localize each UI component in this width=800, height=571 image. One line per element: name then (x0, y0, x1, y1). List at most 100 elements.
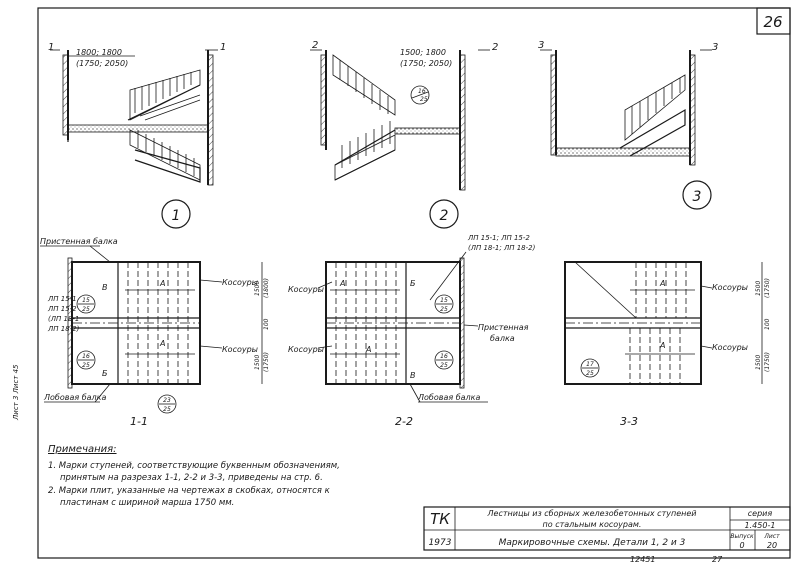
margin-note: Лист 3 Лист 45 (12, 364, 20, 421)
plan-2-step-b-bottom: В (410, 371, 416, 380)
plan-3-ref-bottom: 25 (586, 370, 594, 377)
section-3-cut-right: 3 (712, 42, 718, 53)
plan-1-dim-mid: 100 (263, 318, 270, 330)
title-block: ТК 1973 Лестницы из сборных железобетонн… (423, 506, 791, 564)
plan-2-plates-top-1: ЛП 15-1; ЛП 15-2 (467, 234, 530, 242)
detail-2-ref-bottom: 25 (420, 96, 428, 103)
section-2-cut-right: 2 (492, 42, 498, 53)
plan-3-dim-mid: 100 (764, 318, 771, 330)
plan-1-ref-lower-top: 16 (82, 353, 90, 360)
plan-1-ref-upper-bottom: 25 (82, 306, 90, 313)
plan-3-stringers-bottom: Косоуры (712, 343, 748, 352)
title-block-issue-value: 0 (739, 541, 744, 550)
title-block-org: ТК (430, 510, 451, 528)
plan-3-stringers-top: Косоуры (712, 283, 748, 292)
plan-1-1: 15 25 16 25 23 25 Пристенная балка ЛП 15… (40, 237, 270, 428)
detail-1-label: 1 (172, 208, 181, 224)
plan-1-beam-bottom: Лобовая балка (43, 393, 106, 402)
notes-heading: Примечания: (48, 444, 117, 455)
plan-3-ref-top: 17 (586, 361, 594, 368)
detail-1-marker (161, 199, 191, 229)
section-3: 3 3 3 (538, 40, 718, 210)
detail-2-label: 2 (440, 208, 449, 224)
notes-line-1: 1. Марки ступеней, соответствующие букве… (48, 461, 340, 471)
notes-block: Примечания: 1. Марки ступеней, соответст… (48, 444, 340, 508)
notes-line-3: 2. Марки плит, указанные на чертежах в с… (48, 486, 331, 496)
plan-3-step-a-bottom: А (659, 341, 665, 350)
detail-2-marker (429, 199, 459, 229)
plan-1-dim-bottom: 1500 (254, 355, 261, 370)
section-2-cut-left: 2 (312, 40, 318, 51)
title-block-sheet-value: 20 (767, 541, 777, 550)
plan-3-dim-bottom: 1500 (755, 355, 762, 370)
plan-3-dim-bottom-alt: (1750) (764, 352, 771, 372)
plan-1-beam-top: Пристенная балка (40, 237, 118, 246)
title-block-subtitle: Маркировочные схемы. Детали 1, 2 и 3 (499, 538, 686, 548)
notes-line-4: пластинам с шириной марша 1750 мм. (60, 498, 234, 508)
section-2: 2 2 1500; 1800 (1750; 2050) 16 25 2 (310, 40, 498, 229)
plan-3-dim-top: 1500 (755, 281, 762, 296)
plan-1-step-a-top: А (159, 279, 165, 288)
plan-1-ref-bottom-top: 23 (163, 397, 171, 404)
section-1-dims: 1800; 1800 (76, 48, 122, 57)
plan-3-step-a-top: А (659, 279, 665, 288)
section-3-cut-left: 3 (538, 40, 544, 51)
plan-1-dim-bottom-alt: (1750) (263, 352, 270, 372)
plan-2-step-a-bottom: А (365, 345, 371, 354)
title-block-sheet-label: Лист (763, 533, 780, 540)
plan-1-dim-top-alt: (1800) (263, 278, 270, 298)
plan-2-beam-right-1: Пристенная (478, 323, 529, 332)
title-block-title-1: Лестницы из сборных железобетонных ступе… (487, 509, 697, 518)
sheet-number-box (756, 7, 791, 35)
plan-2-stringers-top: Косоуры (288, 285, 324, 294)
title-block-footer-right: 27 (712, 555, 723, 564)
plan-2-ref-upper-bottom: 25 (440, 306, 448, 313)
plan-1-ref-lower-bottom: 25 (82, 362, 90, 369)
sheet-number: 26 (763, 13, 782, 31)
plan-3-title: 3-3 (620, 415, 638, 428)
title-block-issue-label: Выпуск (730, 533, 754, 540)
notes-line-2: принятым на разрезах 1-1, 2-2 и 3-3, при… (60, 473, 323, 483)
plan-3-3: 17 25 Косоуры Косоуры А А 3-3 1500 (1750… (564, 261, 771, 428)
plan-2-2: 15 25 16 25 ЛП 15-1; ЛП 15-2 (ЛП 18-1; Л… (288, 234, 536, 428)
plan-2-beam-right-2: балка (490, 334, 515, 343)
plan-1-dim-top: 1500 (254, 281, 261, 296)
title-block-series-value: 1.450-1 (745, 521, 776, 530)
plan-2-stringers-bottom: Косоуры (288, 345, 324, 354)
section-1-cut-right: 1 (220, 42, 226, 53)
plan-2-step-b-top: Б (410, 279, 416, 288)
plan-2-ref-lower-top: 16 (440, 353, 448, 360)
section-1-dims-alt: (1750; 2050) (76, 59, 128, 68)
title-block-footer-left: 12451 (630, 555, 655, 564)
plan-2-plates-top-2: (ЛП 18-1; ЛП 18-2) (468, 244, 536, 252)
plan-1-plate-4: ЛП 18-2) (47, 325, 80, 333)
sheet-frame (37, 7, 791, 559)
title-block-year: 1973 (429, 538, 452, 548)
detail-2-ref-top: 16 (418, 88, 426, 95)
detail-3-label: 3 (693, 189, 702, 205)
plan-1-plate-1: ЛП 15-1 (47, 295, 77, 303)
plan-1-step-b-top: В (102, 283, 108, 292)
detail-3-marker (682, 180, 712, 210)
plan-3-dim-top-alt: (1750) (764, 278, 771, 298)
plan-1-ref-upper-top: 15 (82, 297, 90, 304)
plan-1-ref-bottom-bottom: 25 (163, 406, 171, 413)
plan-1-stringers-top: Косоуры (222, 278, 258, 287)
plan-1-stringers-bottom: Косоуры (222, 345, 258, 354)
plan-2-ref-lower-bottom: 25 (440, 362, 448, 369)
section-1-cut-left: 1 (48, 42, 54, 53)
plan-1-step-b-bottom: Б (102, 369, 108, 378)
title-block-series-label: серия (748, 509, 773, 518)
plan-2-beam-bottom: Лобовая балка (417, 393, 480, 402)
title-block-title-2: по стальным косоурам. (543, 520, 642, 529)
plan-2-title: 2-2 (395, 415, 413, 428)
section-1: 1 1 1800; 1800 (1750; 2050) 1 (48, 42, 226, 229)
plan-1-step-a-bottom: А (159, 339, 165, 348)
section-2-dims-alt: (1750; 2050) (400, 59, 452, 68)
detail-2-ref-marker (410, 85, 430, 105)
plan-1-title: 1-1 (130, 415, 148, 428)
plan-1-plate-3: (ЛП 18-1 (48, 315, 79, 323)
plan-2-ref-upper-top: 15 (440, 297, 448, 304)
